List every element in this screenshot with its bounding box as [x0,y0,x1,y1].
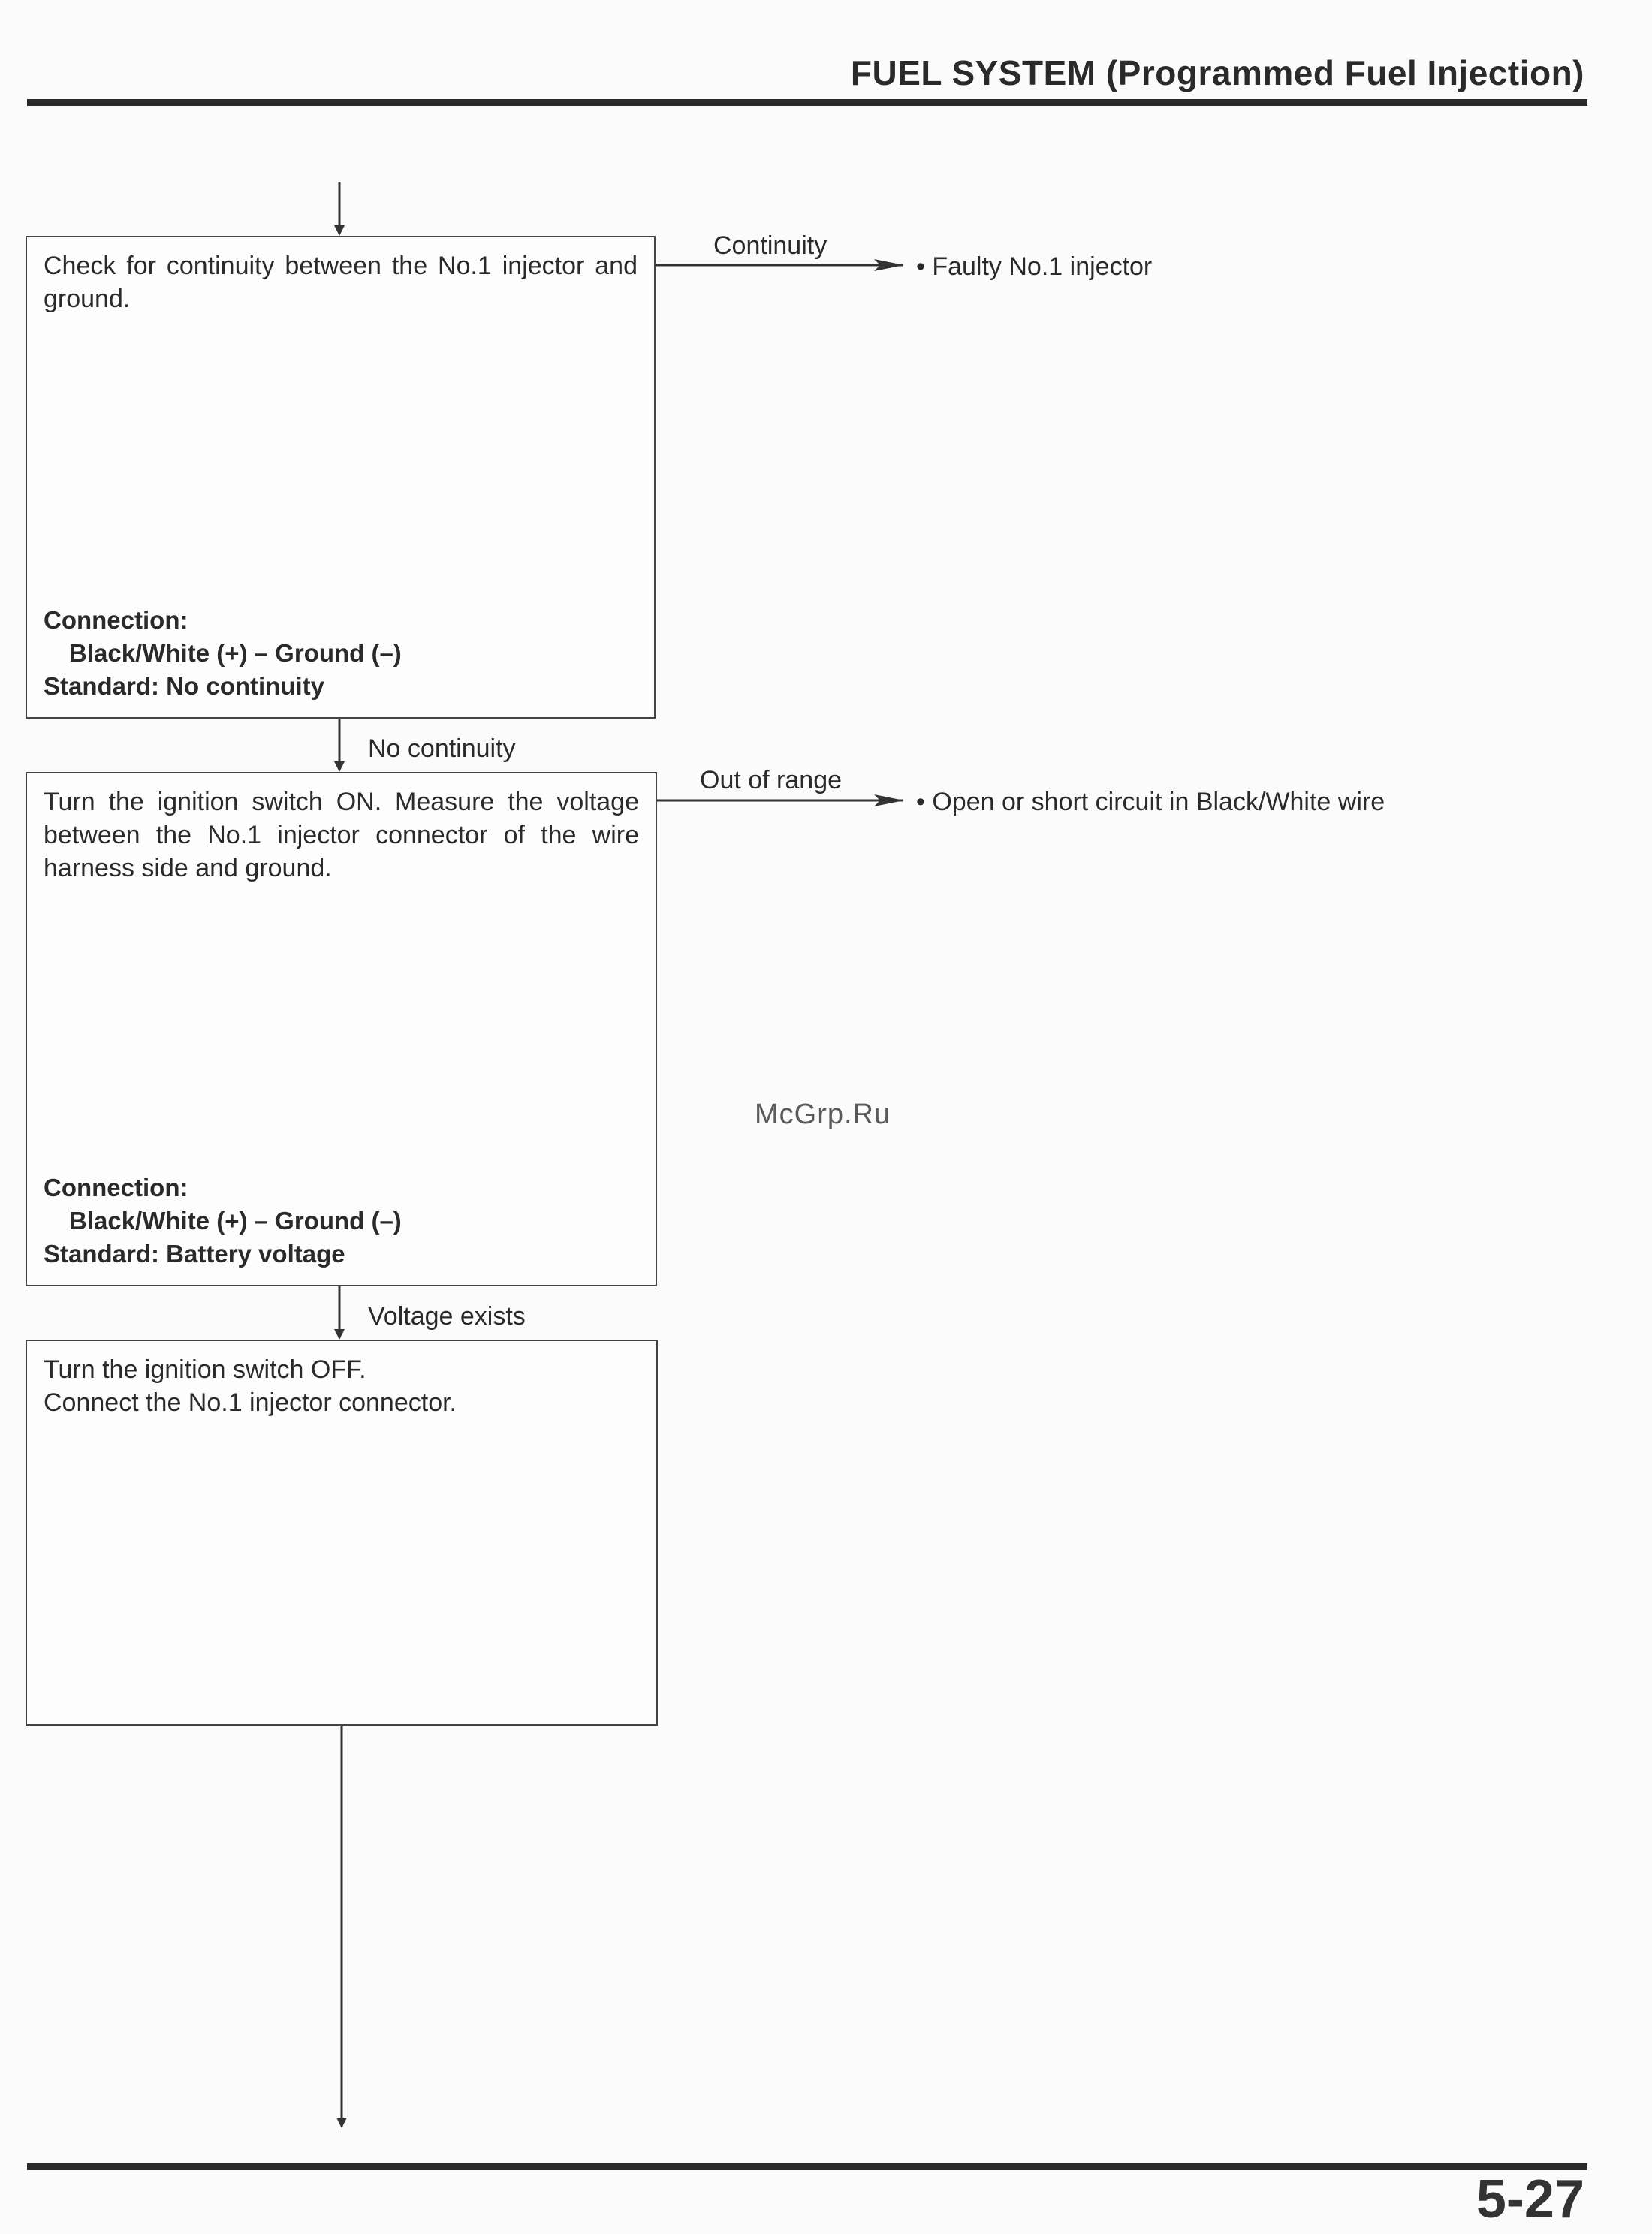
faulty-injector-result: • Faulty No.1 injector [916,252,1153,281]
step-1-connection-value: Black/White (+) – Ground (–) [69,639,402,667]
page-header-title: FUEL SYSTEM (Programmed Fuel Injection) [850,53,1584,92]
step-2-box: Turn the ignition switch ON. Measure the… [26,772,657,1286]
step-3-instruction-line-1: Turn the ignition switch OFF. [44,1355,366,1384]
step-2-connection-label: Connection: [44,1174,188,1201]
step-2-instruction: Turn the ignition switch ON. Measure the… [44,788,639,882]
step-2-connection-block: Connection: Black/White (+) – Ground (–)… [44,1171,402,1271]
continuity-branch-label: Continuity [713,231,828,260]
open-short-circuit-result: • Open or short circuit in Black/White w… [916,788,1385,816]
watermark: McGrp.Ru [755,1099,891,1130]
step-1-box: Check for continuity between the No.1 in… [26,236,656,719]
no-continuity-label: No continuity [368,734,516,763]
footer-rule [27,2163,1587,2170]
step-1-connection-block: Connection: Black/White (+) – Ground (–)… [44,604,402,703]
step-1-instruction: Check for continuity between the No.1 in… [44,252,638,313]
step-3-instruction: Turn the ignition switch OFF. Connect th… [44,1353,640,1419]
step-2-standard: Standard: Battery voltage [44,1240,345,1268]
step-2-connection-value: Black/White (+) – Ground (–) [69,1207,402,1235]
voltage-exists-label: Voltage exists [368,1302,526,1331]
step-3-instruction-line-2: Connect the No.1 injector connector. [44,1388,457,1417]
step-3-box: Turn the ignition switch OFF. Connect th… [26,1340,658,1726]
header-rule [27,99,1587,106]
page-number: 5-27 [1476,2169,1584,2229]
step-1-connection-label: Connection: [44,606,188,634]
step-1-standard: Standard: No continuity [44,672,324,700]
out-of-range-branch-label: Out of range [700,766,843,794]
